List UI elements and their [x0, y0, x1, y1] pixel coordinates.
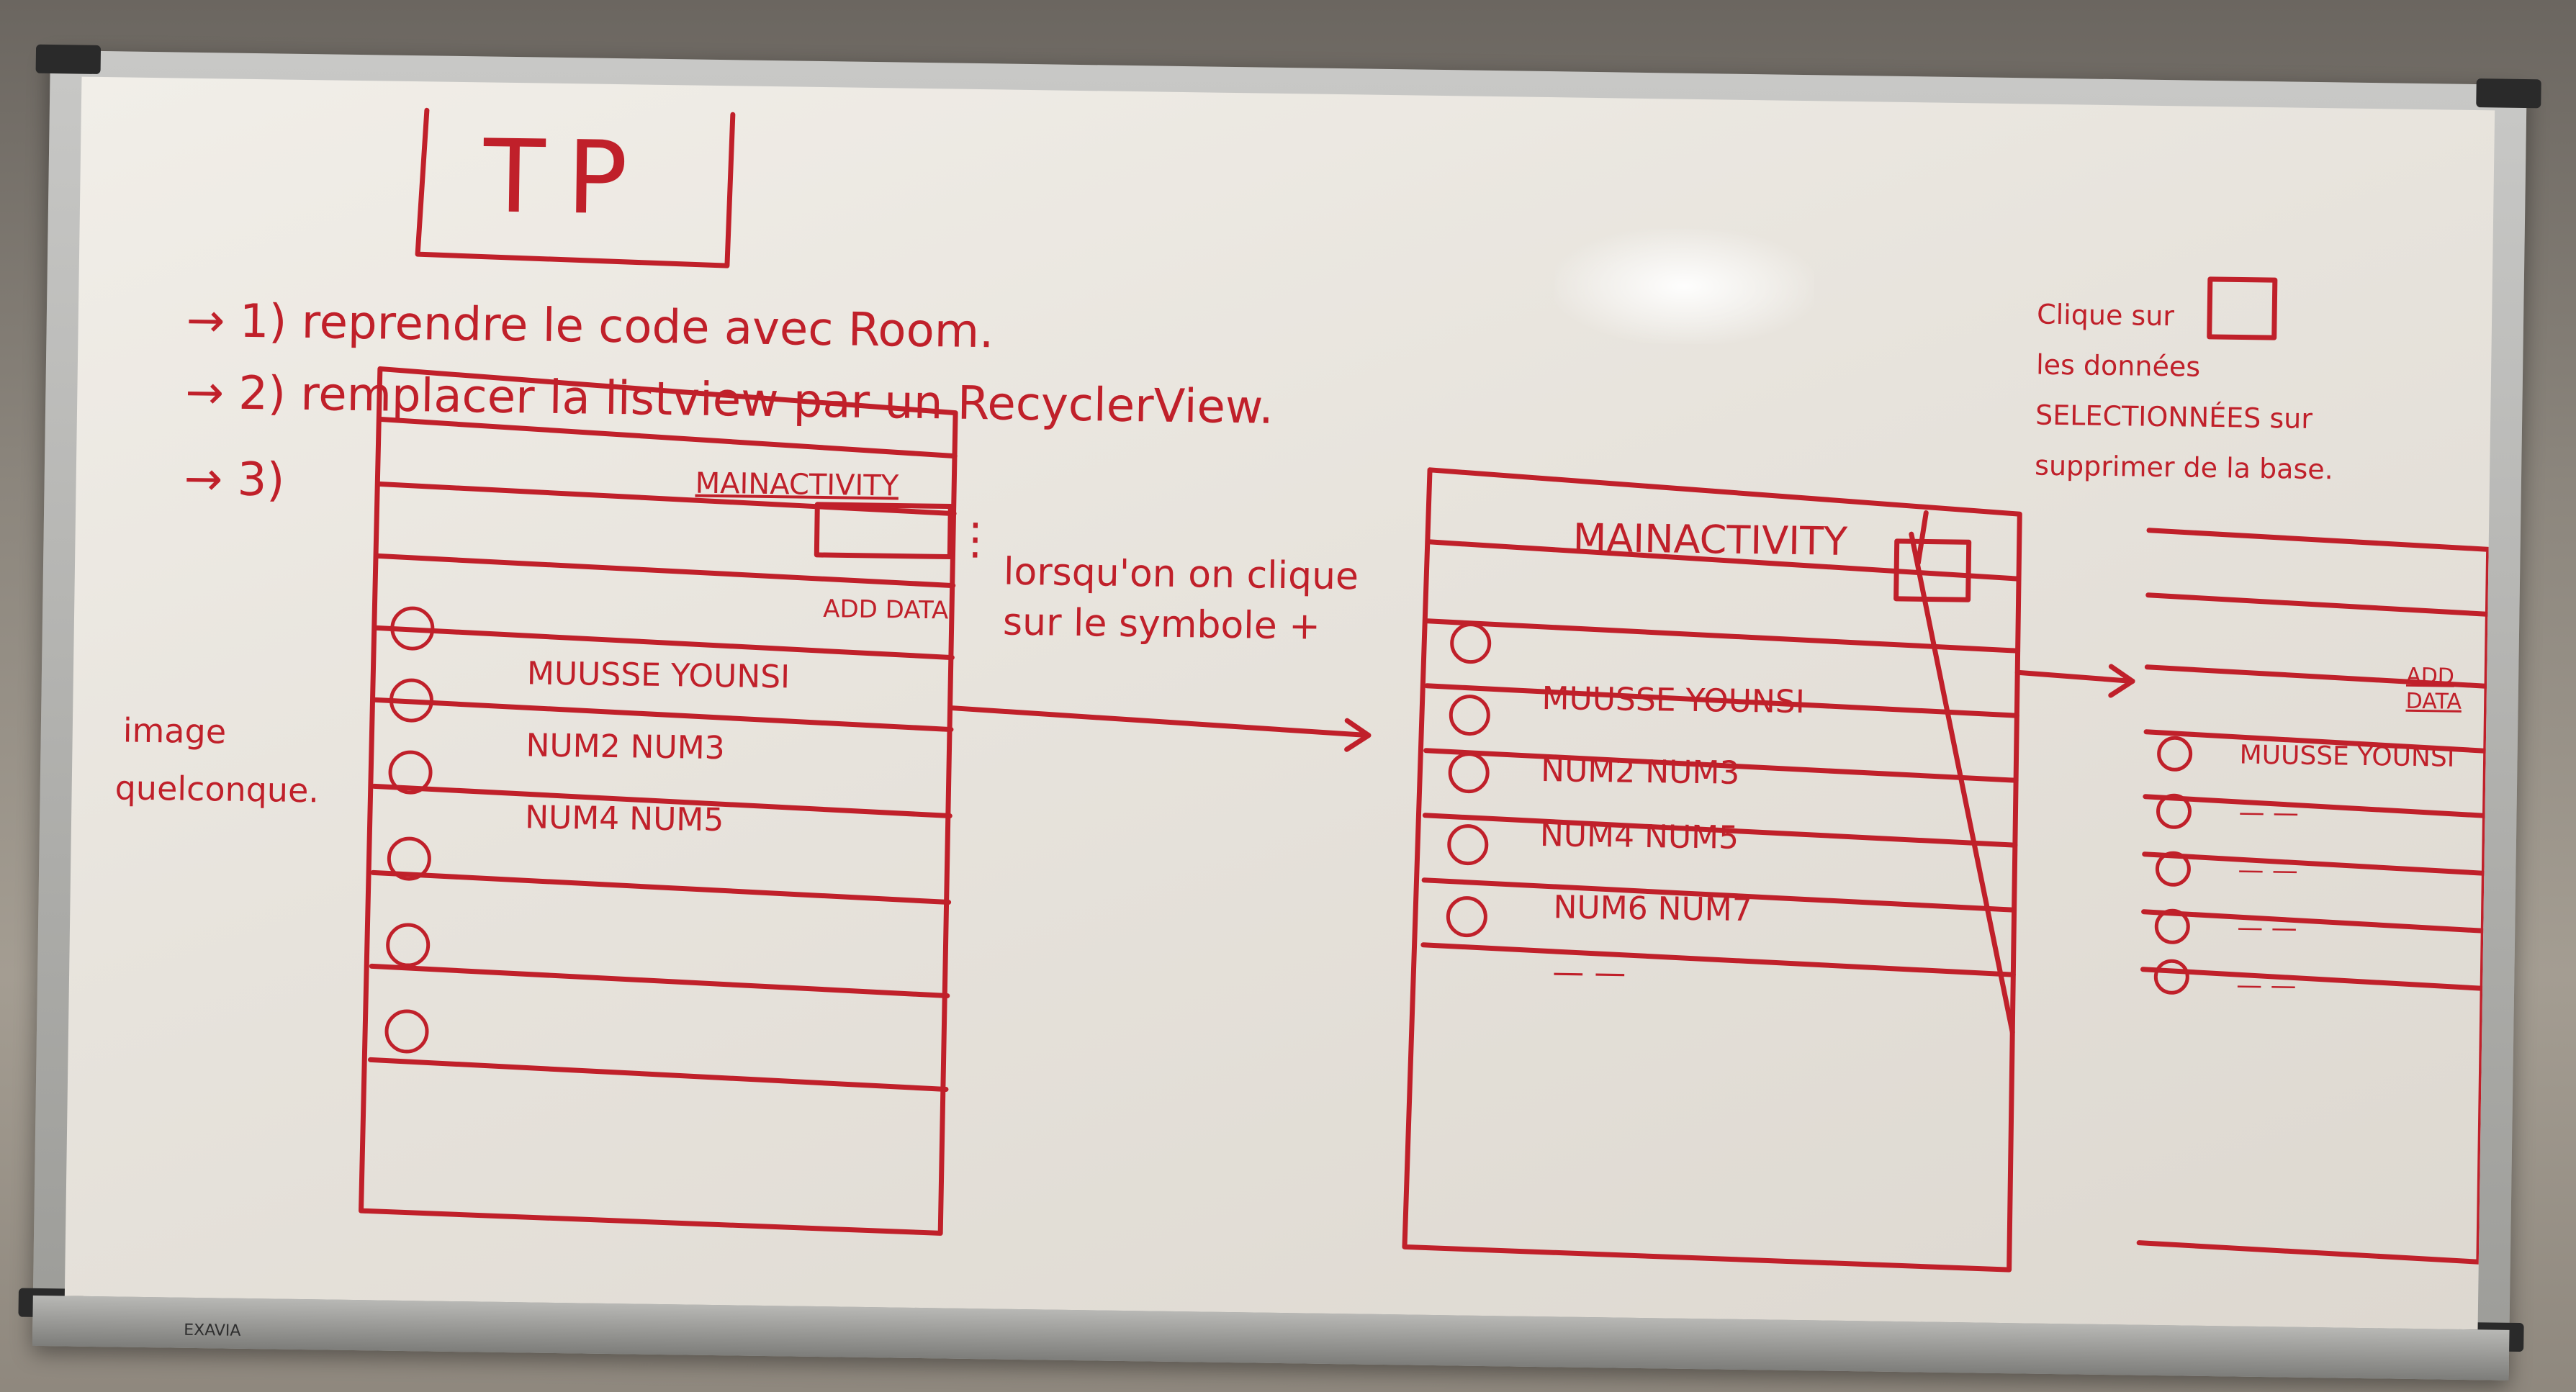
screen3-row: — —	[2235, 970, 2297, 1001]
note-top-right-line-1: Clique sur	[2036, 298, 2175, 333]
screen1-add-button-outline	[814, 502, 953, 560]
screen1-row: MUUSSE YOUNSI	[526, 655, 791, 696]
screen3-add-button: ADD DATA	[2405, 663, 2462, 715]
screen2-frame	[1402, 467, 2022, 1273]
title-box	[415, 107, 736, 268]
board-clip	[2476, 78, 2541, 109]
screen3-menu-icon: ⋮	[2486, 578, 2495, 621]
note-top-right-line-2: les données	[2035, 348, 2201, 383]
screen2-row: NUM2 NUM3	[1540, 752, 1740, 792]
database-icon	[1893, 538, 1972, 602]
note-top-right-line-3: SELECTIONNÉES sur	[2035, 399, 2313, 435]
note-between-line-1: lorsqu'on on clique	[1003, 550, 1359, 599]
screen1-left-note-line-1: image	[122, 710, 227, 751]
screen1-title: MAINACTIVITY	[695, 466, 899, 503]
screen3-row: — —	[2238, 855, 2299, 886]
brand-label: EXAVIA	[184, 1321, 241, 1340]
screen2-row: NUM6 NUM7	[1553, 889, 1753, 929]
screen2-row: — —	[1552, 954, 1626, 992]
screen2-row: MUUSSE YOUNSI	[1541, 680, 1806, 721]
note-top-right-line-4: supprimer de la base.	[2034, 449, 2334, 486]
board-clip	[35, 44, 102, 74]
screen3-row: MUUSSE YOUNSI	[2239, 740, 2455, 773]
screen3-frame	[2136, 528, 2492, 1265]
screen1-add-button: ADD DATA	[822, 595, 949, 625]
title-text: TP	[482, 118, 650, 238]
screen1-left-note-line-2: quelconque.	[114, 768, 320, 810]
screen3-row: — —	[2238, 797, 2300, 828]
instruction-line-1: → 1) reprendre le code avec Room.	[186, 294, 994, 359]
screen1-row: NUM2 NUM3	[526, 727, 726, 767]
note-between-line-2: sur le symbole +	[1002, 600, 1321, 648]
instruction-line-3: → 3)	[184, 452, 285, 507]
screen1-frame	[359, 366, 958, 1236]
whiteboard-surface: TP → 1) reprendre le code avec Room. → 2…	[64, 76, 2495, 1330]
screen1-row: NUM4 NUM5	[524, 799, 724, 839]
handwriting-layer	[359, 107, 2492, 1273]
screen3-row: — —	[2236, 913, 2298, 944]
screen2-title: MAINACTIVITY	[1572, 515, 1848, 564]
whiteboard-frame: TP → 1) reprendre le code avec Room. → 2…	[18, 44, 2541, 1380]
note-checkbox-icon	[2207, 276, 2278, 340]
screen1-menu-icon: ⋮	[953, 513, 998, 565]
screen2-row: NUM4 NUM5	[1539, 816, 1739, 857]
